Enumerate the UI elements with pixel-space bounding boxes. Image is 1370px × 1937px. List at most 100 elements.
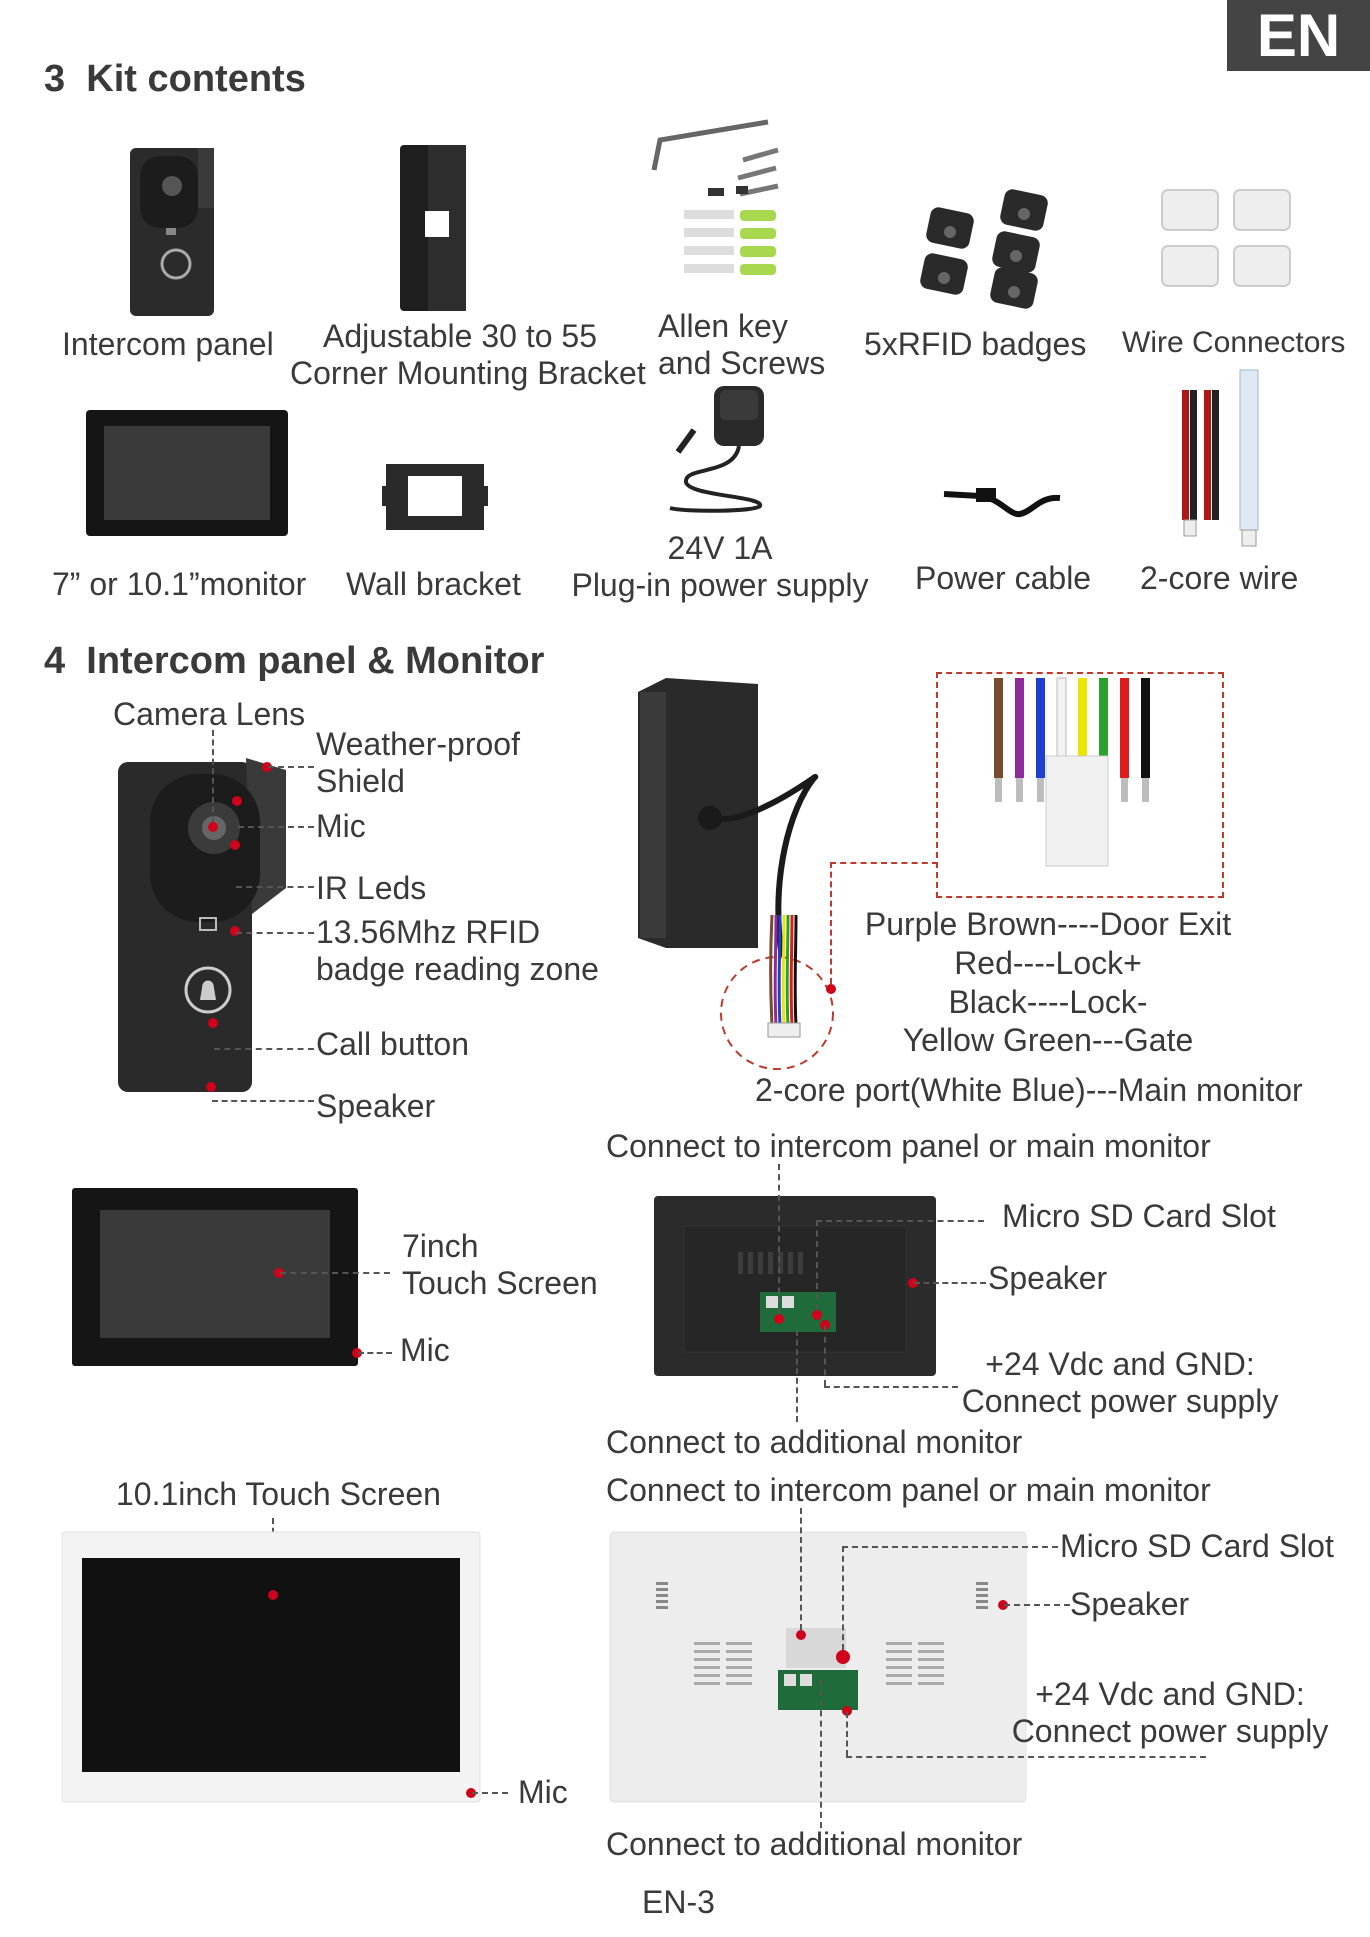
shield-line1: Weather-proof <box>316 726 520 762</box>
shield-marker <box>262 762 272 772</box>
wall-bracket-image <box>382 464 488 530</box>
monitor10-connect-top-label: Connect to intercom panel or main monito… <box>606 1472 1211 1508</box>
rfid-leader <box>236 932 314 934</box>
kit-label-two-core-wire: 2-core wire <box>1140 560 1299 596</box>
wire-connectors-image <box>1161 189 1291 287</box>
wire-zoom-box <box>936 672 1224 898</box>
wire-strip-6 <box>1120 678 1129 778</box>
speaker-leader <box>212 1100 314 1102</box>
monitor7-power-line2: Connect power supply <box>961 1382 1279 1419</box>
wire-leader-horizontal <box>830 862 938 864</box>
section-number: 4 <box>44 640 66 682</box>
kit-label-bracket-line2: Corner Mounting Bracket <box>290 354 646 391</box>
kit-label-allen-key: Allen key and Screws <box>658 308 825 382</box>
kit-label-intercom-panel: Intercom panel <box>62 326 274 362</box>
monitor7-intercom-leader <box>778 1164 780 1314</box>
corner-bracket-image <box>400 145 466 311</box>
two-core-wire-image <box>1182 369 1259 547</box>
monitor10-additional-leader <box>820 1680 822 1828</box>
monitor7-power-line1: +24 Vdc and GND: <box>985 1346 1255 1382</box>
monitor7-sd-leader-h <box>816 1220 984 1222</box>
rfid-line1: 13.56Mhz RFID <box>316 914 541 950</box>
kit-label-power-supply: 24V 1A Plug-in power supply <box>560 530 880 604</box>
wire-connector-block <box>1045 755 1109 867</box>
wire-bundle-image <box>720 914 834 1070</box>
monitor10-power-label: +24 Vdc and GND: Connect power supply <box>1000 1676 1340 1750</box>
monitor7-power-leader-h <box>824 1386 958 1388</box>
wire-strip-tip-0 <box>995 778 1002 802</box>
rfid-line2: badge reading zone <box>316 950 599 987</box>
wire-bundle-marker <box>826 984 836 994</box>
wire-strip-7 <box>1141 678 1150 778</box>
call-button-label: Call button <box>316 1026 469 1062</box>
monitor7-back-image <box>654 1196 936 1376</box>
rfid-badges-image <box>920 189 1048 309</box>
camera-lens-label: Camera Lens <box>113 696 306 732</box>
monitor10-sd-label: Micro SD Card Slot <box>1060 1528 1334 1564</box>
monitor7-connect-bottom-label: Connect to additional monitor <box>606 1424 1023 1460</box>
monitor7-sd-marker <box>812 1310 822 1320</box>
monitor10-mic-marker <box>466 1788 476 1798</box>
monitor10-power-line1: +24 Vdc and GND: <box>1035 1676 1305 1712</box>
monitor7-screen-label: 7inch Touch Screen <box>402 1228 598 1302</box>
section-title: Kit contents <box>86 58 306 100</box>
monitor10-mic-label: Mic <box>518 1774 568 1810</box>
kit-label-wire-connectors: Wire Connectors <box>1122 326 1346 359</box>
monitor10-mic-leader <box>472 1792 508 1794</box>
monitor10-back-image <box>609 1531 1027 1803</box>
monitor10-intercom-port-marker <box>796 1630 806 1640</box>
monitor7-intercom-port-marker <box>774 1314 784 1324</box>
monitor10-sd-leader-h <box>842 1546 1058 1548</box>
kit-label-rfid-badges: 5xRFID badges <box>864 326 1087 362</box>
panel-speaker-label: Speaker <box>316 1088 436 1124</box>
monitor7-power-leader-v <box>824 1326 826 1386</box>
wiring-line3: Black----Lock- <box>948 983 1148 1020</box>
wire-strip-4 <box>1078 678 1087 778</box>
monitor7-speaker-leader <box>914 1282 986 1284</box>
monitor7-connect-top-label: Connect to intercom panel or main monito… <box>606 1128 1211 1164</box>
language-badge: EN <box>1227 0 1370 71</box>
wire-strip-tip-6 <box>1121 778 1128 802</box>
ir-leds-label: IR Leds <box>316 870 427 906</box>
wire-strip-tip-1 <box>1016 778 1023 802</box>
monitor7-speaker-label: Speaker <box>988 1260 1108 1296</box>
kit-label-allen-line1: Allen key <box>658 308 788 344</box>
wiring-line2: Red----Lock+ <box>954 944 1142 981</box>
call-leader <box>214 1048 314 1050</box>
wiring-line5: 2-core port(White Blue)---Main monitor <box>755 1072 1303 1108</box>
monitor10-power-leader-h <box>846 1756 1206 1758</box>
wire-strip-tip-7 <box>1142 778 1149 802</box>
monitor10-speaker-leader <box>1004 1604 1070 1606</box>
kit-label-psu-line2: Plug-in power supply <box>571 566 869 603</box>
intercom-panel-image <box>130 148 214 316</box>
monitor-image <box>86 410 288 536</box>
shield-line2: Shield <box>316 762 405 799</box>
wiring-line1: Purple Brown----Door Exit <box>864 906 1232 942</box>
mic-leader <box>238 826 314 828</box>
section-title: Intercom panel & Monitor <box>86 640 545 682</box>
rfid-zone-label: 13.56Mhz RFID badge reading zone <box>316 914 599 988</box>
section-kit-heading: 3 Kit contents <box>44 58 306 101</box>
monitor7-screen-leader <box>280 1272 390 1274</box>
monitor7-sd-label: Micro SD Card Slot <box>1002 1198 1276 1234</box>
monitor7-power-marker <box>820 1320 830 1330</box>
monitor7-power-label: +24 Vdc and GND: Connect power supply <box>950 1346 1290 1420</box>
monitor10-power-line2: Connect power supply <box>1011 1712 1329 1749</box>
monitor10-screen-label: 10.1inch Touch Screen <box>116 1476 441 1512</box>
monitor10-screen-marker <box>268 1590 278 1600</box>
speaker-marker <box>206 1082 216 1092</box>
monitor10-speaker-label: Speaker <box>1070 1586 1190 1622</box>
ir-leader <box>236 886 314 888</box>
kit-label-corner-bracket: Adjustable 30 to 55 Corner Mounting Brac… <box>290 318 646 392</box>
call-marker <box>208 1018 218 1028</box>
monitor10-power-marker <box>842 1706 852 1716</box>
shield-leader <box>268 766 314 768</box>
wiring-legend: Purple Brown----Door Exit Red----Lock+ B… <box>848 906 1248 1059</box>
power-cable-image <box>943 488 1061 518</box>
kit-label-monitor: 7” or 10.1”monitor <box>52 566 307 602</box>
wiring-line4: Yellow Green---Gate <box>902 1022 1194 1059</box>
monitor7-screen-marker <box>274 1268 284 1278</box>
page-number: EN-3 <box>642 1884 715 1920</box>
wire-color-strips <box>994 677 1150 867</box>
rfid-marker <box>230 926 240 936</box>
